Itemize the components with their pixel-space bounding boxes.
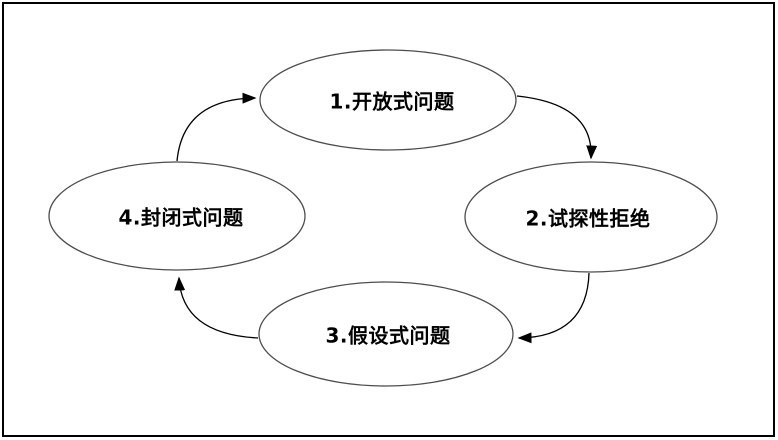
- node-label-hypothetical-question: 3.假设式问题: [325, 323, 451, 348]
- node-label-open-question: 1.开放式问题: [329, 89, 455, 114]
- node-ellipse-open-question: [259, 49, 517, 151]
- node-label-closed-question: 4.封闭式问题: [118, 205, 244, 230]
- arrow-2-to-3-icon: [517, 272, 590, 344]
- node-ellipse-hypothetical-question: [258, 281, 514, 387]
- node-ellipse-closed-question: [48, 161, 306, 271]
- node-label-tentative-rejection: 2.试探性拒绝: [525, 206, 651, 231]
- arrow-4-to-1-icon: [176, 92, 257, 162]
- arrow-1-to-2-icon: [516, 95, 598, 160]
- node-ellipse-tentative-rejection: [464, 161, 718, 273]
- arrow-3-to-4-icon: [174, 276, 259, 339]
